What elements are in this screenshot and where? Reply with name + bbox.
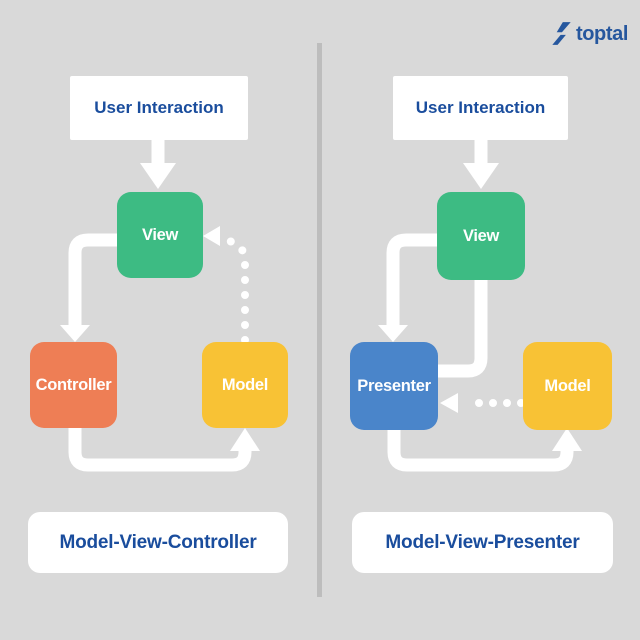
model-node-label-left: Model — [221, 375, 269, 394]
toptal-wordmark: toptal — [575, 22, 628, 45]
model-node-left: Model — [202, 342, 288, 428]
arrowhead-down-icon — [140, 163, 176, 189]
edge-presenter-to-model-arrow — [387, 428, 582, 472]
user-interaction-box-right: User Interaction — [393, 76, 568, 140]
arrowhead-down-icon — [463, 163, 499, 189]
presenter-node: Presenter — [350, 342, 438, 430]
controller-node: Controller — [30, 342, 117, 428]
view-node-left: View — [117, 192, 203, 278]
arrowhead-left-icon — [203, 226, 220, 246]
view-node-label-right: View — [462, 226, 500, 245]
user-interaction-box-left: User Interaction — [70, 76, 248, 140]
model-node-right: Model — [523, 342, 612, 430]
presenter-node-label: Presenter — [357, 376, 431, 395]
view-node-right: View — [437, 192, 525, 280]
edge-path — [386, 233, 437, 326]
right-panel-title-box: Model-View-Presenter — [352, 512, 613, 573]
toptal-logo: toptal — [551, 21, 628, 46]
edge-viewbottom-to-presenter-connector — [438, 280, 488, 378]
arrowhead-up-icon — [230, 428, 260, 451]
edge-userinteraction-to-view-left-arrow — [140, 136, 176, 189]
arrowhead-up-icon — [552, 428, 582, 451]
arrowhead-down-icon — [60, 325, 90, 342]
edge-view-to-presenter-arrow — [378, 233, 437, 342]
left-panel-title: Model-View-Controller — [59, 531, 257, 553]
left-panel-title-box: Model-View-Controller — [28, 512, 288, 573]
edge-path — [68, 426, 252, 472]
edge-path — [387, 428, 574, 472]
controller-node-label: Controller — [35, 375, 112, 394]
arrowhead-down-icon — [378, 325, 408, 342]
edge-path — [68, 233, 117, 326]
user-interaction-label-right: User Interaction — [415, 98, 546, 117]
view-node-label-left: View — [141, 225, 179, 244]
edge-controller-to-model-arrow — [68, 426, 260, 472]
user-interaction-label-left: User Interaction — [94, 98, 224, 117]
edge-userinteraction-to-view-right-arrow — [463, 136, 499, 189]
edge-path — [438, 280, 488, 378]
edge-model-to-presenter-dotted-arrow — [440, 393, 525, 413]
edge-view-to-controller-arrow — [60, 233, 117, 342]
model-node-label-right: Model — [544, 376, 591, 395]
edge-model-to-view-dotted-arrow — [203, 226, 249, 344]
toptal-mark-icon — [552, 22, 571, 45]
right-panel-title: Model-View-Presenter — [385, 531, 580, 553]
arrowhead-left-icon — [440, 393, 458, 413]
panel-divider — [317, 43, 322, 597]
dotted-edge-path — [225, 237, 249, 344]
